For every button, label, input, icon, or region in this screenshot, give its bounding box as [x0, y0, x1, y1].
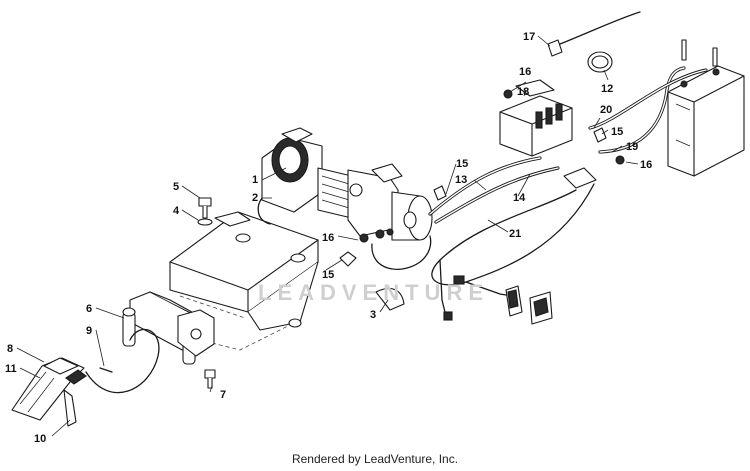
- callout-21: 21: [509, 228, 521, 240]
- callout-11: 11: [5, 363, 17, 375]
- callout-4: 4: [173, 205, 180, 217]
- callout-14: 14: [513, 192, 526, 204]
- callout-18: 18: [517, 86, 529, 98]
- switch-mount-assembly: [122, 291, 216, 389]
- callout-17: 17: [523, 31, 535, 43]
- callout-19: 19: [626, 141, 638, 153]
- callout-8: 8: [7, 343, 13, 355]
- footer-credit: Rendered by LeadVenture, Inc.: [291, 452, 459, 466]
- boot-15-right: [593, 127, 607, 143]
- boot-15: [339, 185, 447, 267]
- winch-wire-2: [257, 197, 271, 225]
- callout-3: 3: [370, 309, 376, 321]
- nut-16-right: [615, 155, 625, 165]
- callout-12: 12: [601, 83, 613, 95]
- callout-15-lower: 15: [322, 269, 334, 281]
- wiring-harness-21: [431, 183, 595, 286]
- callout-13: 13: [455, 174, 467, 186]
- winch-assembly: [261, 127, 433, 241]
- rocker-switch: [505, 285, 553, 325]
- callout-15-right: 15: [611, 126, 623, 138]
- winch-mount-plate: [159, 211, 319, 351]
- callout-2: 2: [252, 192, 258, 204]
- callout-10: 10: [34, 433, 46, 445]
- callout-16-upper: 16: [519, 66, 531, 78]
- strap-12: [587, 51, 613, 73]
- callout-9: 9: [86, 325, 92, 337]
- callout-1: 1: [252, 174, 258, 186]
- callout-16-right: 16: [640, 159, 652, 171]
- battery: [667, 39, 745, 177]
- cable-9: [85, 328, 160, 394]
- callout-5: 5: [173, 181, 179, 193]
- handlebar-grip: [11, 357, 87, 427]
- callout-16-left: 16: [322, 232, 334, 244]
- cable-clamp-17: [547, 11, 641, 57]
- callout-6: 6: [86, 303, 92, 315]
- nut-16: [359, 233, 369, 243]
- callout-20: 20: [600, 104, 612, 116]
- watermark: LEADVENTURE: [258, 280, 490, 305]
- bolt-and-washer: [197, 197, 213, 226]
- callout-15-upper: 15: [456, 158, 468, 170]
- callout-7: 7: [220, 389, 226, 401]
- relay-solenoid: [499, 79, 573, 157]
